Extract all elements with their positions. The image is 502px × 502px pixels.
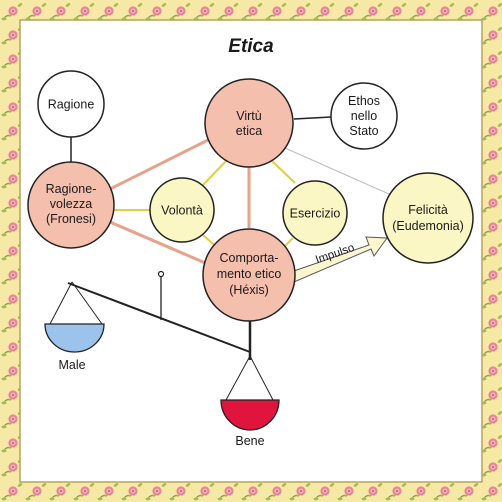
svg-text:(Héxis): (Héxis) <box>229 283 269 297</box>
scale-beam <box>67 282 251 353</box>
svg-text:(Eudemonia): (Eudemonia) <box>392 219 464 233</box>
node-volonta: Volontà <box>149 177 215 243</box>
node-virtu-etica: Virtù etica <box>204 78 294 168</box>
svg-text:Comporta-: Comporta- <box>219 251 278 265</box>
svg-text:volezza: volezza <box>50 197 92 211</box>
svg-text:mento etico: mento etico <box>217 267 282 281</box>
right-pan <box>220 399 280 431</box>
svg-text:nello: nello <box>351 109 377 123</box>
svg-text:Stato: Stato <box>349 124 378 138</box>
node-ragione: Ragione <box>37 70 105 138</box>
svg-text:Esercizio: Esercizio <box>290 207 341 221</box>
svg-text:Volontà: Volontà <box>161 204 203 218</box>
link-esercizio-virtu <box>269 158 296 184</box>
svg-text:etica: etica <box>236 124 262 138</box>
svg-text:(Fronesi): (Fronesi) <box>46 212 96 226</box>
svg-text:Felicità: Felicità <box>408 203 448 217</box>
link-volonta-virtu <box>202 159 228 186</box>
node-fronesi: Ragione- volezza (Fronesi) <box>27 161 115 249</box>
svg-text:Ethos: Ethos <box>348 94 380 108</box>
link-virtu-ethos <box>293 116 332 120</box>
left-pan-label: Male <box>58 358 85 372</box>
left-pan <box>44 323 105 353</box>
balance-scale <box>44 270 280 431</box>
svg-text:Virtù: Virtù <box>236 109 262 123</box>
diagram-title: Etica <box>228 36 274 57</box>
node-ethos-stato: Ethos nello Stato <box>330 82 398 150</box>
scale-needle-knob <box>157 270 165 278</box>
svg-text:Ragione-: Ragione- <box>46 182 97 196</box>
node-hexis: Comporta- mento etico (Héxis) <box>202 228 296 322</box>
node-ragione-label: Ragione <box>48 98 95 112</box>
link-fronesi-hexis <box>109 220 211 267</box>
node-esercizio: Esercizio <box>282 180 348 246</box>
right-pan-label: Bene <box>235 434 264 448</box>
link-virtu-felicita <box>284 147 399 199</box>
node-felicita: Felicità (Eudemonia) <box>382 172 474 264</box>
link-fronesi-virtu <box>107 136 213 192</box>
